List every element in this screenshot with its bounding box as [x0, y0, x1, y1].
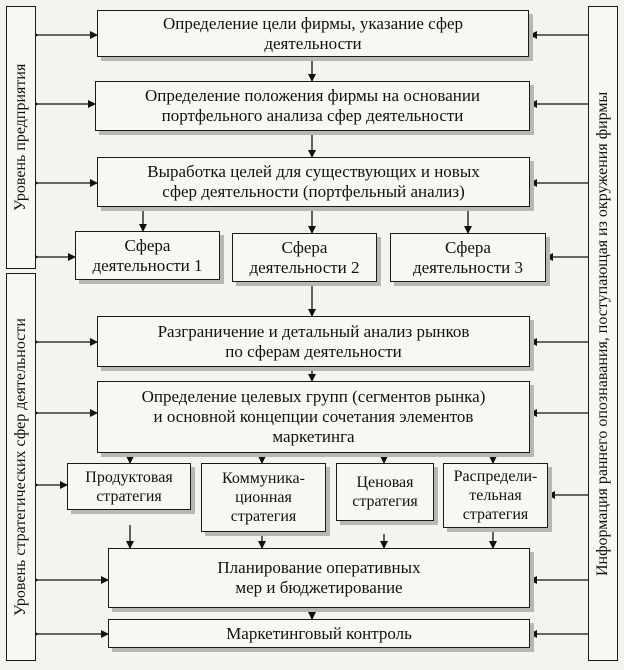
box-price-strategy: Ценовая стратегия: [336, 463, 434, 521]
box-operational-planning: Планирование оперативных мер и бюджетиро…: [108, 548, 530, 608]
box-sphere-3: Сфера деятельности 3: [390, 233, 546, 282]
left-connectors: [31, 31, 109, 638]
box-target-groups: Определение целевых групп (сегментов рын…: [97, 381, 530, 453]
box-portfolio-position: Определение положения фирмы на основании…: [95, 81, 530, 131]
box-distribution-strategy: Распредели- тельная стратегия: [443, 463, 548, 528]
box-set-goals: Выработка целей для существующих и новых…: [97, 157, 530, 207]
box-product-strategy: Продуктовая стратегия: [67, 463, 191, 510]
label-strategic-level: Уровень стратегических сфер деятельности: [12, 318, 29, 616]
label-enterprise-level: Уровень предприятия: [12, 63, 29, 212]
left-panel-enterprise: [6, 6, 36, 269]
label-early-warning: Информация раннего опознавания, поступаю…: [594, 91, 611, 576]
box-sphere-1: Сфера деятельности 1: [75, 231, 220, 280]
left-panel-strategic: [6, 273, 36, 661]
right-panel-early-warning: [588, 6, 618, 661]
right-connectors: [529, 31, 588, 638]
box-define-goal: Определение цели фирмы, указание сфер де…: [97, 10, 529, 57]
box-sphere-2: Сфера деятельности 2: [232, 233, 377, 282]
box-market-analysis: Разграничение и детальный анализ рынков …: [97, 316, 530, 367]
box-marketing-control: Маркетинговый контроль: [108, 619, 530, 648]
box-communication-strategy: Коммуника- ционная стратегия: [201, 463, 326, 532]
